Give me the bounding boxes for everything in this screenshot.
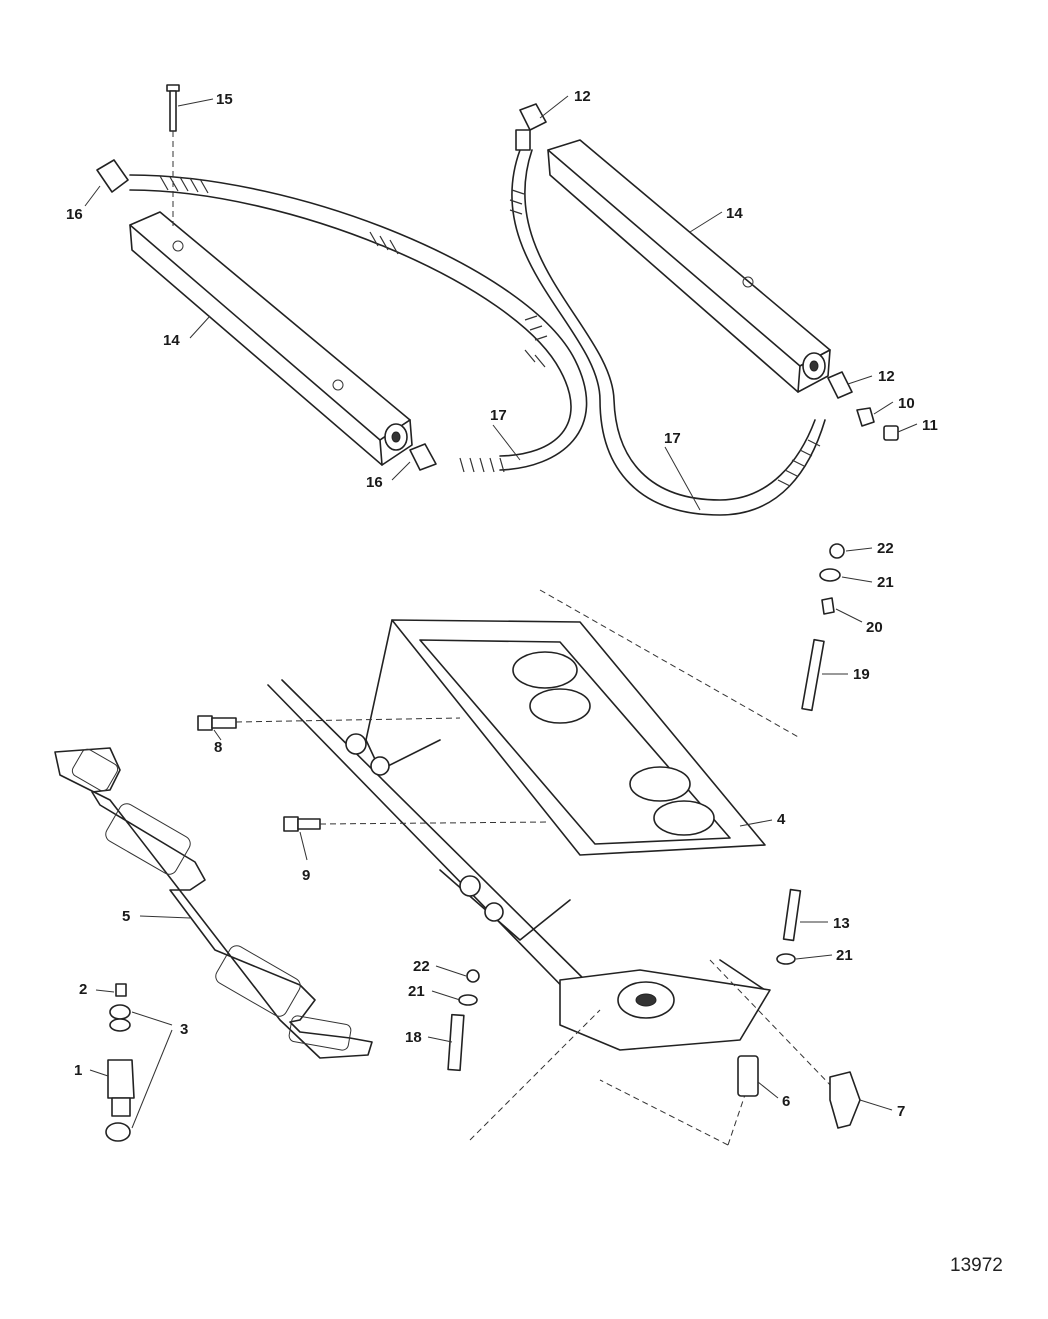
bolt-15 [166,84,180,226]
callout-16-top: 16 [66,206,83,223]
stud-19-stack [801,543,845,712]
callout-12-right: 12 [878,368,895,385]
fitting-10 [856,407,875,427]
callout-21-top: 21 [877,574,894,591]
callout-10: 10 [898,395,915,412]
callout-17-left: 17 [490,407,507,424]
fitting-16-bottom [409,443,437,471]
callout-18: 18 [405,1029,422,1046]
gasket-5 [54,747,373,1059]
cap-11 [883,425,899,441]
callout-22-bottom: 22 [413,958,430,975]
leader-lines [84,95,918,1129]
document-id: 13972 [950,1255,1003,1276]
callout-16-bottom: 16 [366,474,383,491]
intake-manifold [267,589,836,1146]
callout-21-right: 21 [836,947,853,964]
callout-7: 7 [897,1103,906,1120]
bolt-13-washer-21 [776,888,802,965]
fitting-12-top [515,103,547,151]
callout-3: 3 [180,1021,189,1038]
callout-9: 9 [302,867,311,884]
callout-17-right: 17 [664,430,681,447]
callout-2: 2 [79,981,88,998]
injector-assembly [105,983,135,1142]
callout-15: 15 [216,91,233,108]
plug-6 [737,1055,759,1097]
fuel-line-left [129,174,588,473]
callout-22-top: 22 [877,540,894,557]
callout-14-left: 14 [163,332,180,349]
callout-21-bottom: 21 [408,983,425,1000]
callout-19: 19 [853,666,870,683]
callout-14-right: 14 [726,205,743,222]
callout-6: 6 [782,1093,791,1110]
callout-1: 1 [74,1062,83,1079]
sensor-9 [283,816,551,832]
callout-12-top: 12 [574,88,591,105]
stud-18-stack [447,969,480,1072]
fitting-7 [829,1071,861,1129]
fuel-rail-left [129,211,413,466]
callout-4: 4 [777,811,786,828]
fuel-rail-right [547,139,831,393]
callout-20: 20 [866,619,883,636]
callout-5: 5 [122,908,131,925]
callout-11: 11 [922,417,938,434]
fuel-line-right [509,149,826,516]
fitting-16-top [96,159,129,193]
sensor-8 [197,715,461,731]
callout-8: 8 [214,739,223,756]
fitting-12-right [827,371,853,399]
callout-13: 13 [833,915,850,932]
